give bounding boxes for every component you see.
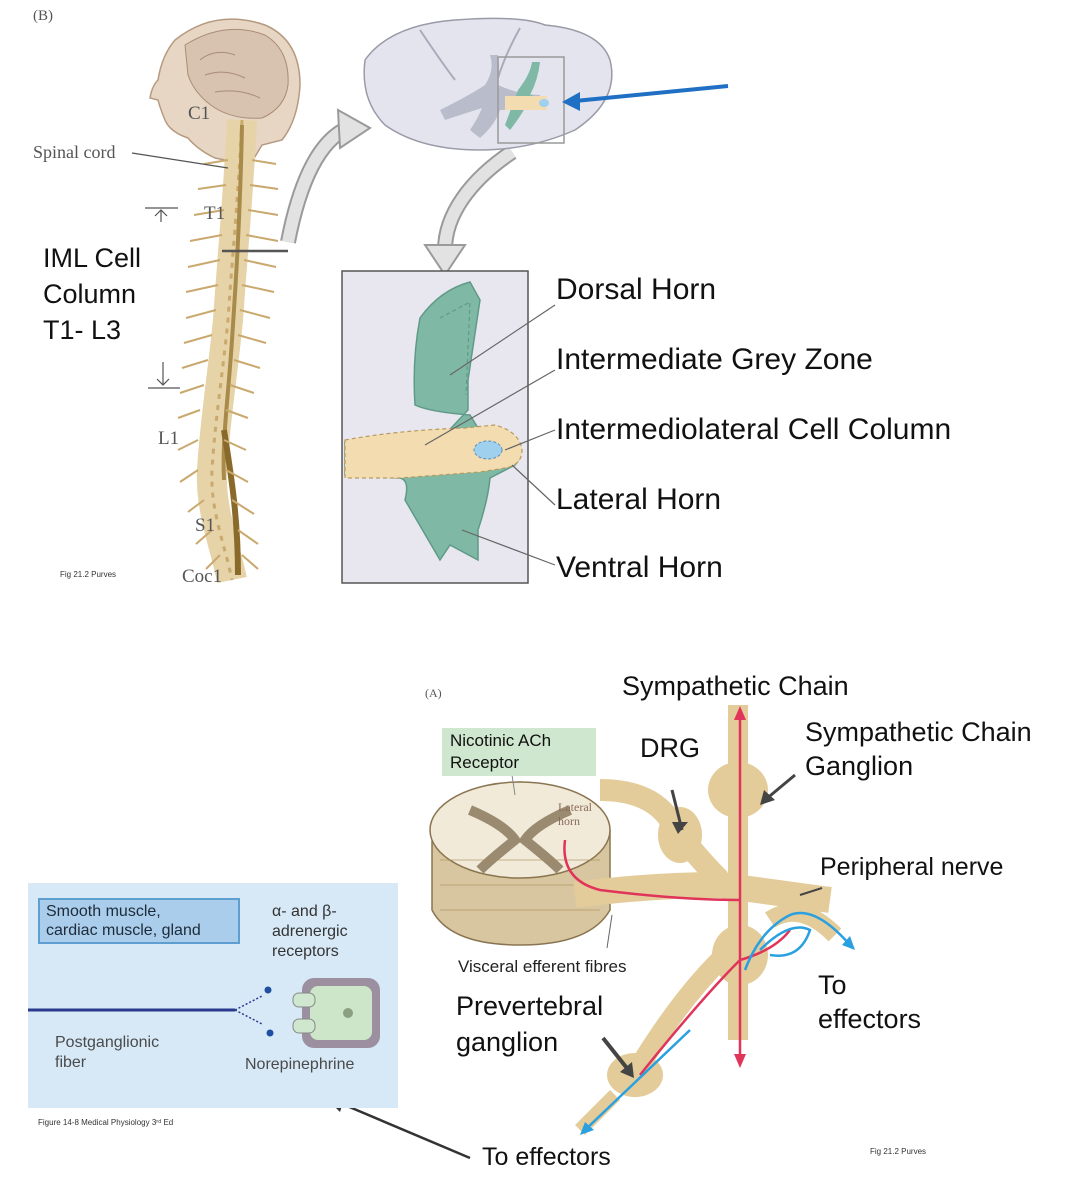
norepinephrine-label: Norepinephrine (245, 1056, 355, 1073)
coc1-label: Coc1 (182, 566, 223, 587)
to-effectors-right-line-1: To (818, 970, 847, 1000)
section-arrow-1 (280, 108, 372, 244)
s1-label: S1 (195, 515, 216, 536)
chain-ganglion-line-1: Sympathetic Chain (805, 717, 1032, 747)
intermediate-grey-zone-label: Intermediate Grey Zone (556, 343, 873, 376)
to-effectors-bottom-label: To effectors (482, 1143, 611, 1171)
t1-label: T1 (204, 203, 226, 224)
prevertebral-line-1: Prevertebral (456, 991, 604, 1021)
iml-cell-column-label: IML Cell Column T1- L3 (43, 240, 141, 348)
target-line-1: Smooth muscle, (46, 903, 161, 920)
chain-ganglion-label: Sympathetic Chain Ganglion (805, 715, 1032, 783)
receptors-label: α- and β- adrenergic receptors (272, 902, 348, 962)
c1-label: C1 (188, 103, 211, 124)
cord-cross-section (363, 17, 613, 151)
prevertebral-ganglion-label: Prevertebral ganglion (456, 988, 603, 1060)
fiber-line-2: fiber (55, 1054, 87, 1071)
peripheral-nerve-label: Peripheral nerve (820, 853, 1004, 881)
nicotinic-line-1: Nicotinic ACh (450, 731, 552, 750)
chain-nerves-illustration (325, 705, 855, 1160)
fiber-line-1: Postganglionic (55, 1034, 160, 1051)
iml-line-2: Column (43, 279, 137, 309)
spinal-cord-label: Spinal cord (33, 142, 116, 162)
to-effectors-right-line-2: effectors (818, 1004, 922, 1034)
iml-pointer-arrow (562, 84, 729, 111)
nicotinic-receptor-box: Nicotinic ACh Receptor (442, 728, 596, 776)
iml-line-1: IML Cell (43, 243, 142, 273)
postganglionic-fiber-label: Postganglionic fiber (55, 1033, 159, 1073)
l1-label: L1 (158, 428, 180, 449)
ventral-horn-label: Ventral Horn (556, 551, 723, 584)
chain-ganglion-line-2: Ganglion (805, 751, 914, 781)
panel-b-tag: (B) (33, 8, 53, 24)
panel-b-caption: Fig 21.2 Purves (60, 570, 117, 579)
lateral-horn-label: Lateral Horn (556, 483, 722, 516)
head-illustration (149, 18, 301, 166)
synapse-caption: Figure 14-8 Medical Physiology 3ʳᵈ Ed (38, 1118, 174, 1127)
lateral-horn-small-label: Lateral horn (558, 800, 592, 828)
drg-label: DRG (640, 733, 700, 763)
prevertebral-line-2: ganglion (456, 1027, 559, 1057)
receptor-line-3: receptors (272, 943, 339, 960)
to-effectors-right-label: To effectors (818, 968, 921, 1036)
panel-a-caption: Fig 21.2 Purves (870, 1147, 927, 1156)
panel-a-tag: (A) (425, 686, 442, 700)
intermediolateral-cell-column-label: Intermediolateral Cell Column (556, 413, 952, 446)
spinal-column-illustration (131, 119, 288, 584)
dorsal-horn-label: Dorsal Horn (556, 273, 717, 306)
nicotinic-line-2: Receptor (450, 753, 519, 772)
section-arrow-2 (423, 145, 517, 277)
receptor-line-2: adrenergic (272, 923, 348, 940)
lateral-horn-line-1: Lateral (558, 800, 592, 814)
target-tissue-box: Smooth muscle, cardiac muscle, gland (38, 898, 240, 944)
horn-detail-panel (341, 270, 556, 584)
receptor-line-1: α- and β- (272, 903, 337, 920)
sympathetic-chain-label: Sympathetic Chain (622, 671, 849, 701)
lateral-horn-line-2: horn (558, 814, 580, 828)
target-line-2: cardiac muscle, gland (46, 922, 201, 939)
iml-line-3: T1- L3 (43, 315, 122, 345)
visceral-efferent-label: Visceral efferent fibres (458, 957, 627, 976)
